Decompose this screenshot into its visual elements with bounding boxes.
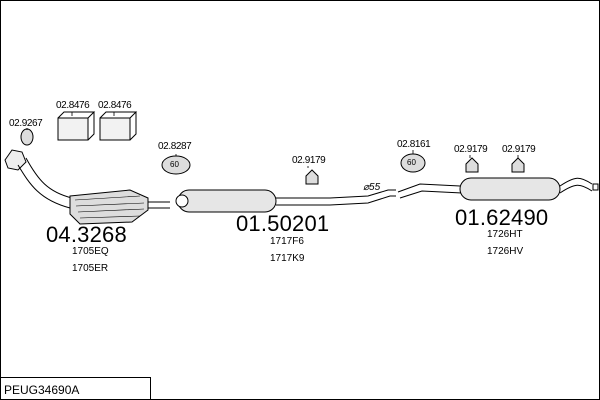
gasket-icon [20, 128, 34, 146]
part-number: 01.50201 [236, 211, 330, 236]
accessory-number: 02.8287 [158, 141, 192, 152]
hanger-icon-1 [305, 169, 319, 185]
diameter-label: ⌀55 [363, 182, 381, 193]
part-ref: 1726HV [487, 246, 524, 257]
accessory-number: 02.8476 [56, 100, 90, 111]
part-ref: 1717F6 [270, 236, 304, 247]
front-flange [4, 149, 27, 171]
box-icon-2 [99, 117, 131, 141]
clamp-size-label: 60 [407, 158, 416, 167]
part-number: 04.3268 [46, 222, 127, 247]
part-ref: 1705EQ [72, 246, 109, 257]
accessory-number: 02.9179 [502, 144, 536, 155]
part-ref: 1726HT [487, 229, 523, 240]
hanger-icon-3 [511, 157, 525, 173]
code-box: PEUG34690A [0, 377, 151, 400]
part-ref: 1705ER [72, 263, 109, 274]
rear-silencer [459, 177, 561, 201]
part-ref: 1717K9 [270, 253, 305, 264]
accessory-number: 02.9179 [454, 144, 488, 155]
catalytic-converter [69, 189, 149, 225]
accessory-number: 02.9267 [9, 118, 43, 129]
middle-silencer [177, 189, 277, 213]
box-icon-1 [57, 117, 89, 141]
accessory-number: 02.8161 [397, 139, 431, 150]
accessory-number: 02.9179 [292, 155, 326, 166]
part-number: 01.62490 [455, 205, 549, 230]
diagram-code: PEUG34690A [4, 383, 80, 397]
downpipe [17, 157, 73, 209]
clamp-size-label: 60 [170, 160, 179, 169]
hanger-icon-2 [465, 157, 479, 173]
accessory-number: 02.8476 [98, 100, 132, 111]
